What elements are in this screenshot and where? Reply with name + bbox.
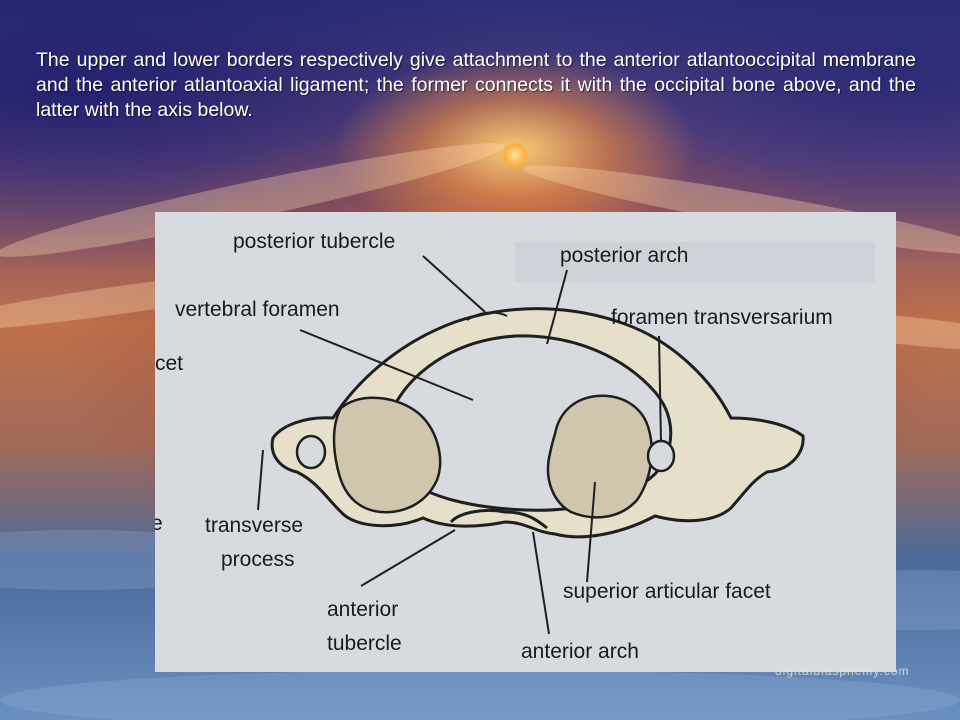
watermark: digitalblasphemy.com xyxy=(775,664,910,678)
label-anterior-tubercle-line1: anterior xyxy=(327,598,398,621)
leader-foramen-transversarium xyxy=(658,335,662,443)
label-posterior-arch: posterior arch xyxy=(560,244,688,267)
left-foramen-transversarium xyxy=(295,434,327,470)
leader-vertebral-foramen xyxy=(299,329,474,401)
label-foramen-transversarium: foramen transversarium xyxy=(611,306,833,329)
right-superior-articular-facet xyxy=(546,394,653,519)
leader-posterior-arch xyxy=(546,269,568,345)
label-posterior-tubercle: posterior tubercle xyxy=(233,230,395,253)
leader-lines xyxy=(257,255,662,635)
background-book-text xyxy=(515,242,875,282)
leader-anterior-arch xyxy=(532,531,550,635)
slide-caption: The upper and lower borders respectively… xyxy=(36,49,916,121)
label-superior-articular-facet: superior articular facet xyxy=(563,580,771,603)
label-transverse-process-line1: transverse xyxy=(205,514,303,537)
atlas-vertebra-figure: posterior tubercle posterior arch verteb… xyxy=(155,212,896,672)
left-superior-articular-facet xyxy=(332,396,442,514)
leader-superior-articular-facet xyxy=(586,481,596,583)
label-transverse-process-line2: process xyxy=(221,548,295,571)
label-vertebral-foramen: vertebral foramen xyxy=(175,298,340,321)
leader-anterior-tubercle xyxy=(360,529,456,587)
label-cut-e: e xyxy=(155,512,163,535)
label-anterior-arch: anterior arch xyxy=(521,640,639,663)
sun xyxy=(503,143,527,167)
atlas-bone xyxy=(270,307,805,539)
leader-transverse-process xyxy=(257,449,264,511)
label-anterior-tubercle-line2: tubercle xyxy=(327,632,402,655)
posterior-tubercle-bump xyxy=(466,311,508,321)
leader-posterior-tubercle xyxy=(422,255,486,313)
anterior-arch-notch xyxy=(449,508,548,530)
labels: posterior tubercle posterior arch verteb… xyxy=(155,230,833,663)
right-foramen-transversarium xyxy=(646,439,676,473)
atlas-diagram: posterior tubercle posterior arch verteb… xyxy=(155,230,875,663)
label-cut-facet: cet xyxy=(155,352,183,375)
